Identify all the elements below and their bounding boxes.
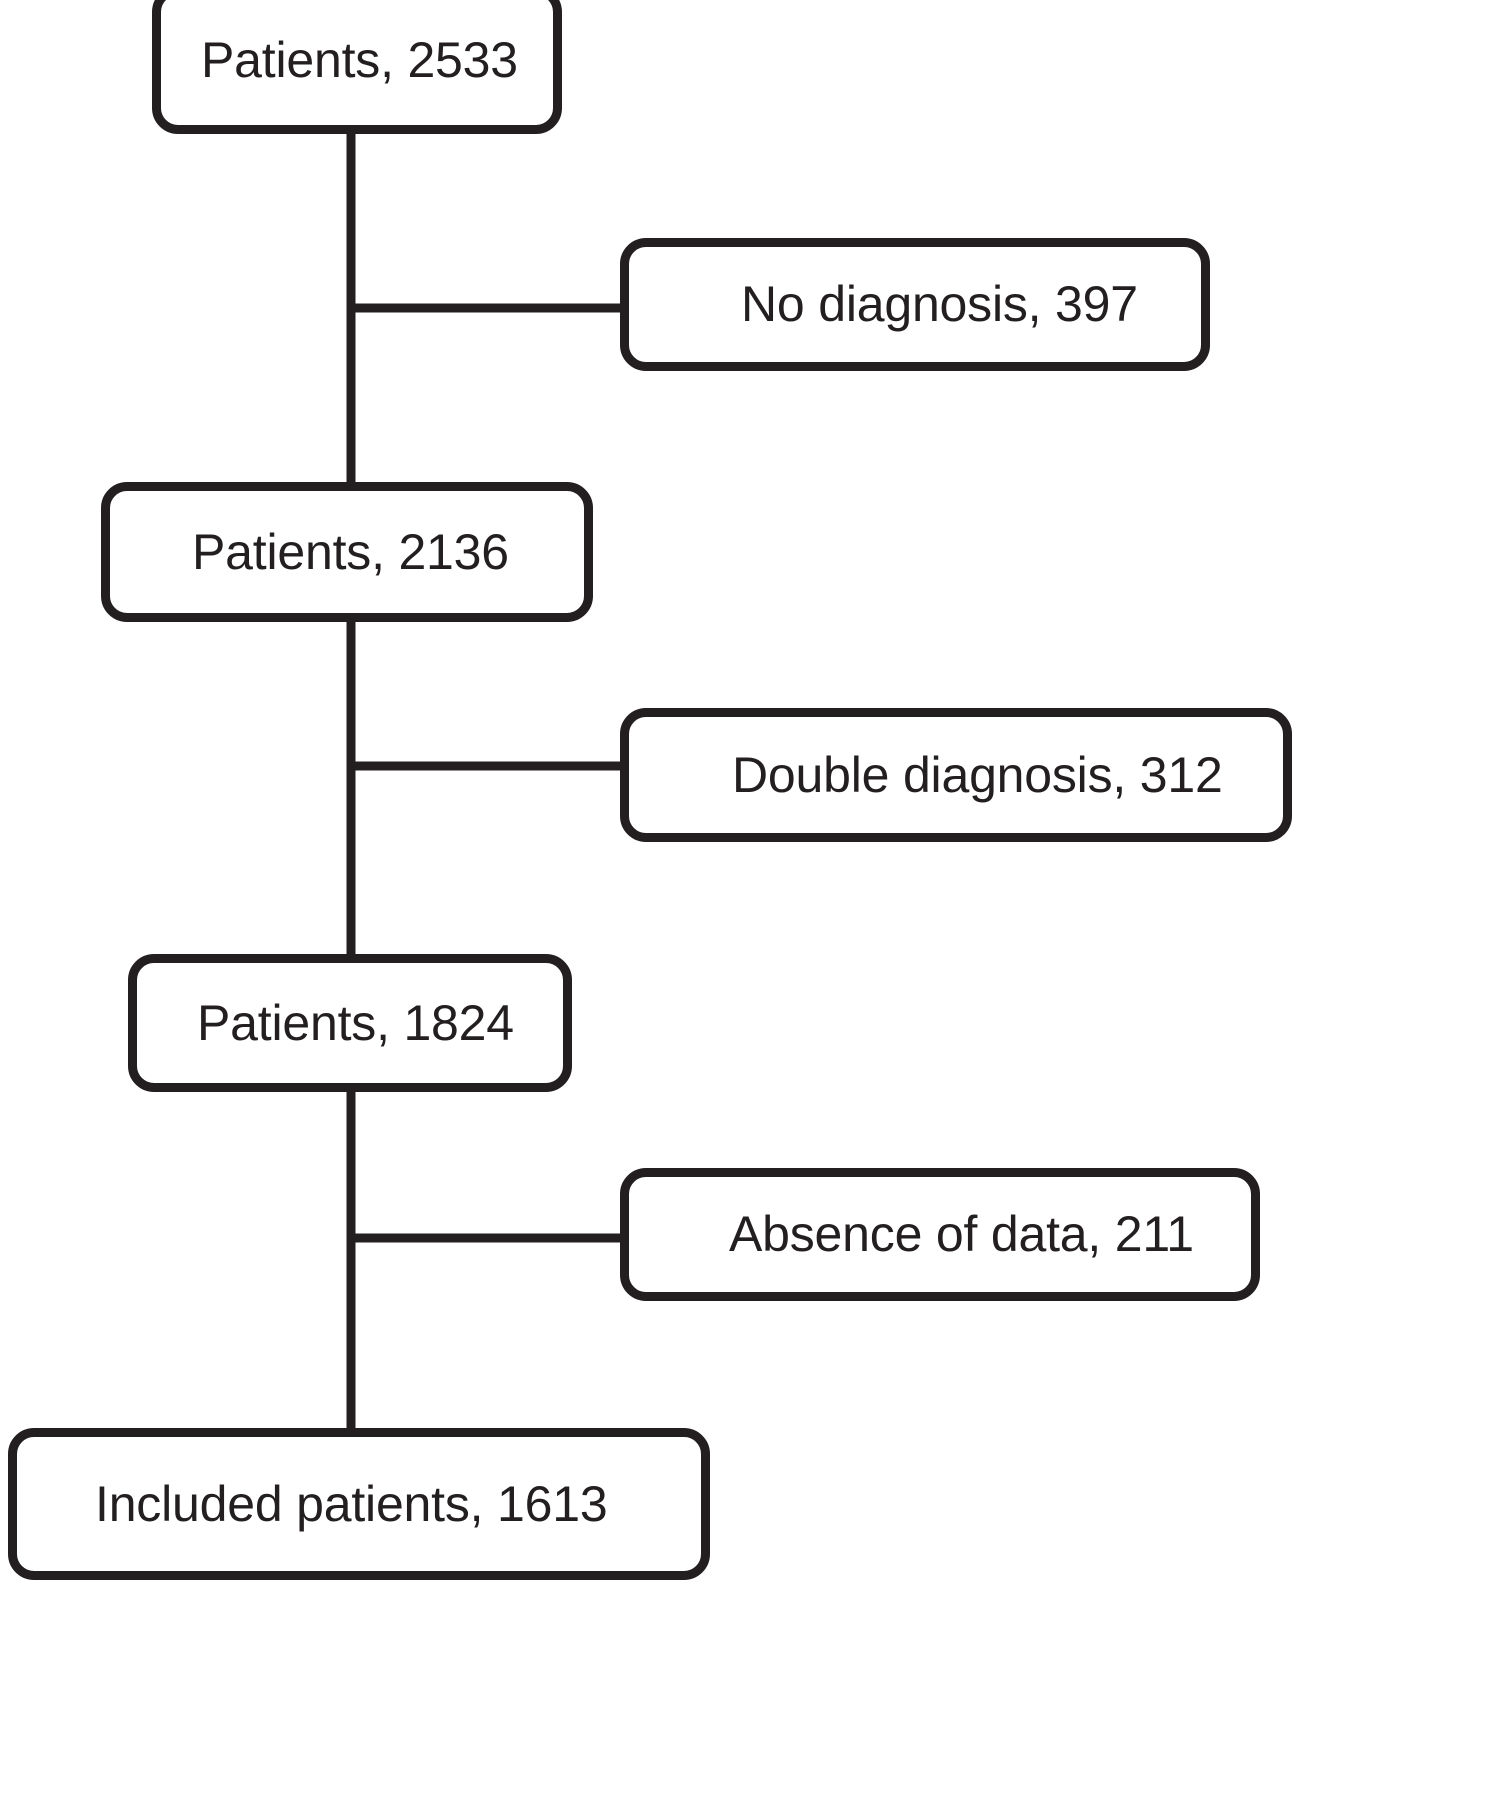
node-patients-total: Patients, 2533 (152, 0, 562, 134)
node-absence-of-data-label: Absence of data, 211 (729, 1206, 1194, 1263)
node-no-diagnosis-label: No diagnosis, 397 (741, 276, 1138, 333)
node-patients-2136-label: Patients, 2136 (192, 523, 509, 580)
node-patients-1824: Patients, 1824 (128, 954, 572, 1092)
node-patients-total-label: Patients, 2533 (201, 31, 518, 88)
node-patients-2136: Patients, 2136 (101, 482, 593, 622)
node-included-patients: Included patients, 1613 (8, 1428, 710, 1580)
node-included-patients-label: Included patients, 1613 (95, 1475, 608, 1532)
node-patients-1824-label: Patients, 1824 (197, 994, 514, 1051)
node-double-diagnosis-label: Double diagnosis, 312 (732, 746, 1223, 803)
node-absence-of-data: Absence of data, 211 (620, 1168, 1260, 1301)
node-double-diagnosis: Double diagnosis, 312 (620, 708, 1292, 842)
node-no-diagnosis: No diagnosis, 397 (620, 238, 1210, 371)
